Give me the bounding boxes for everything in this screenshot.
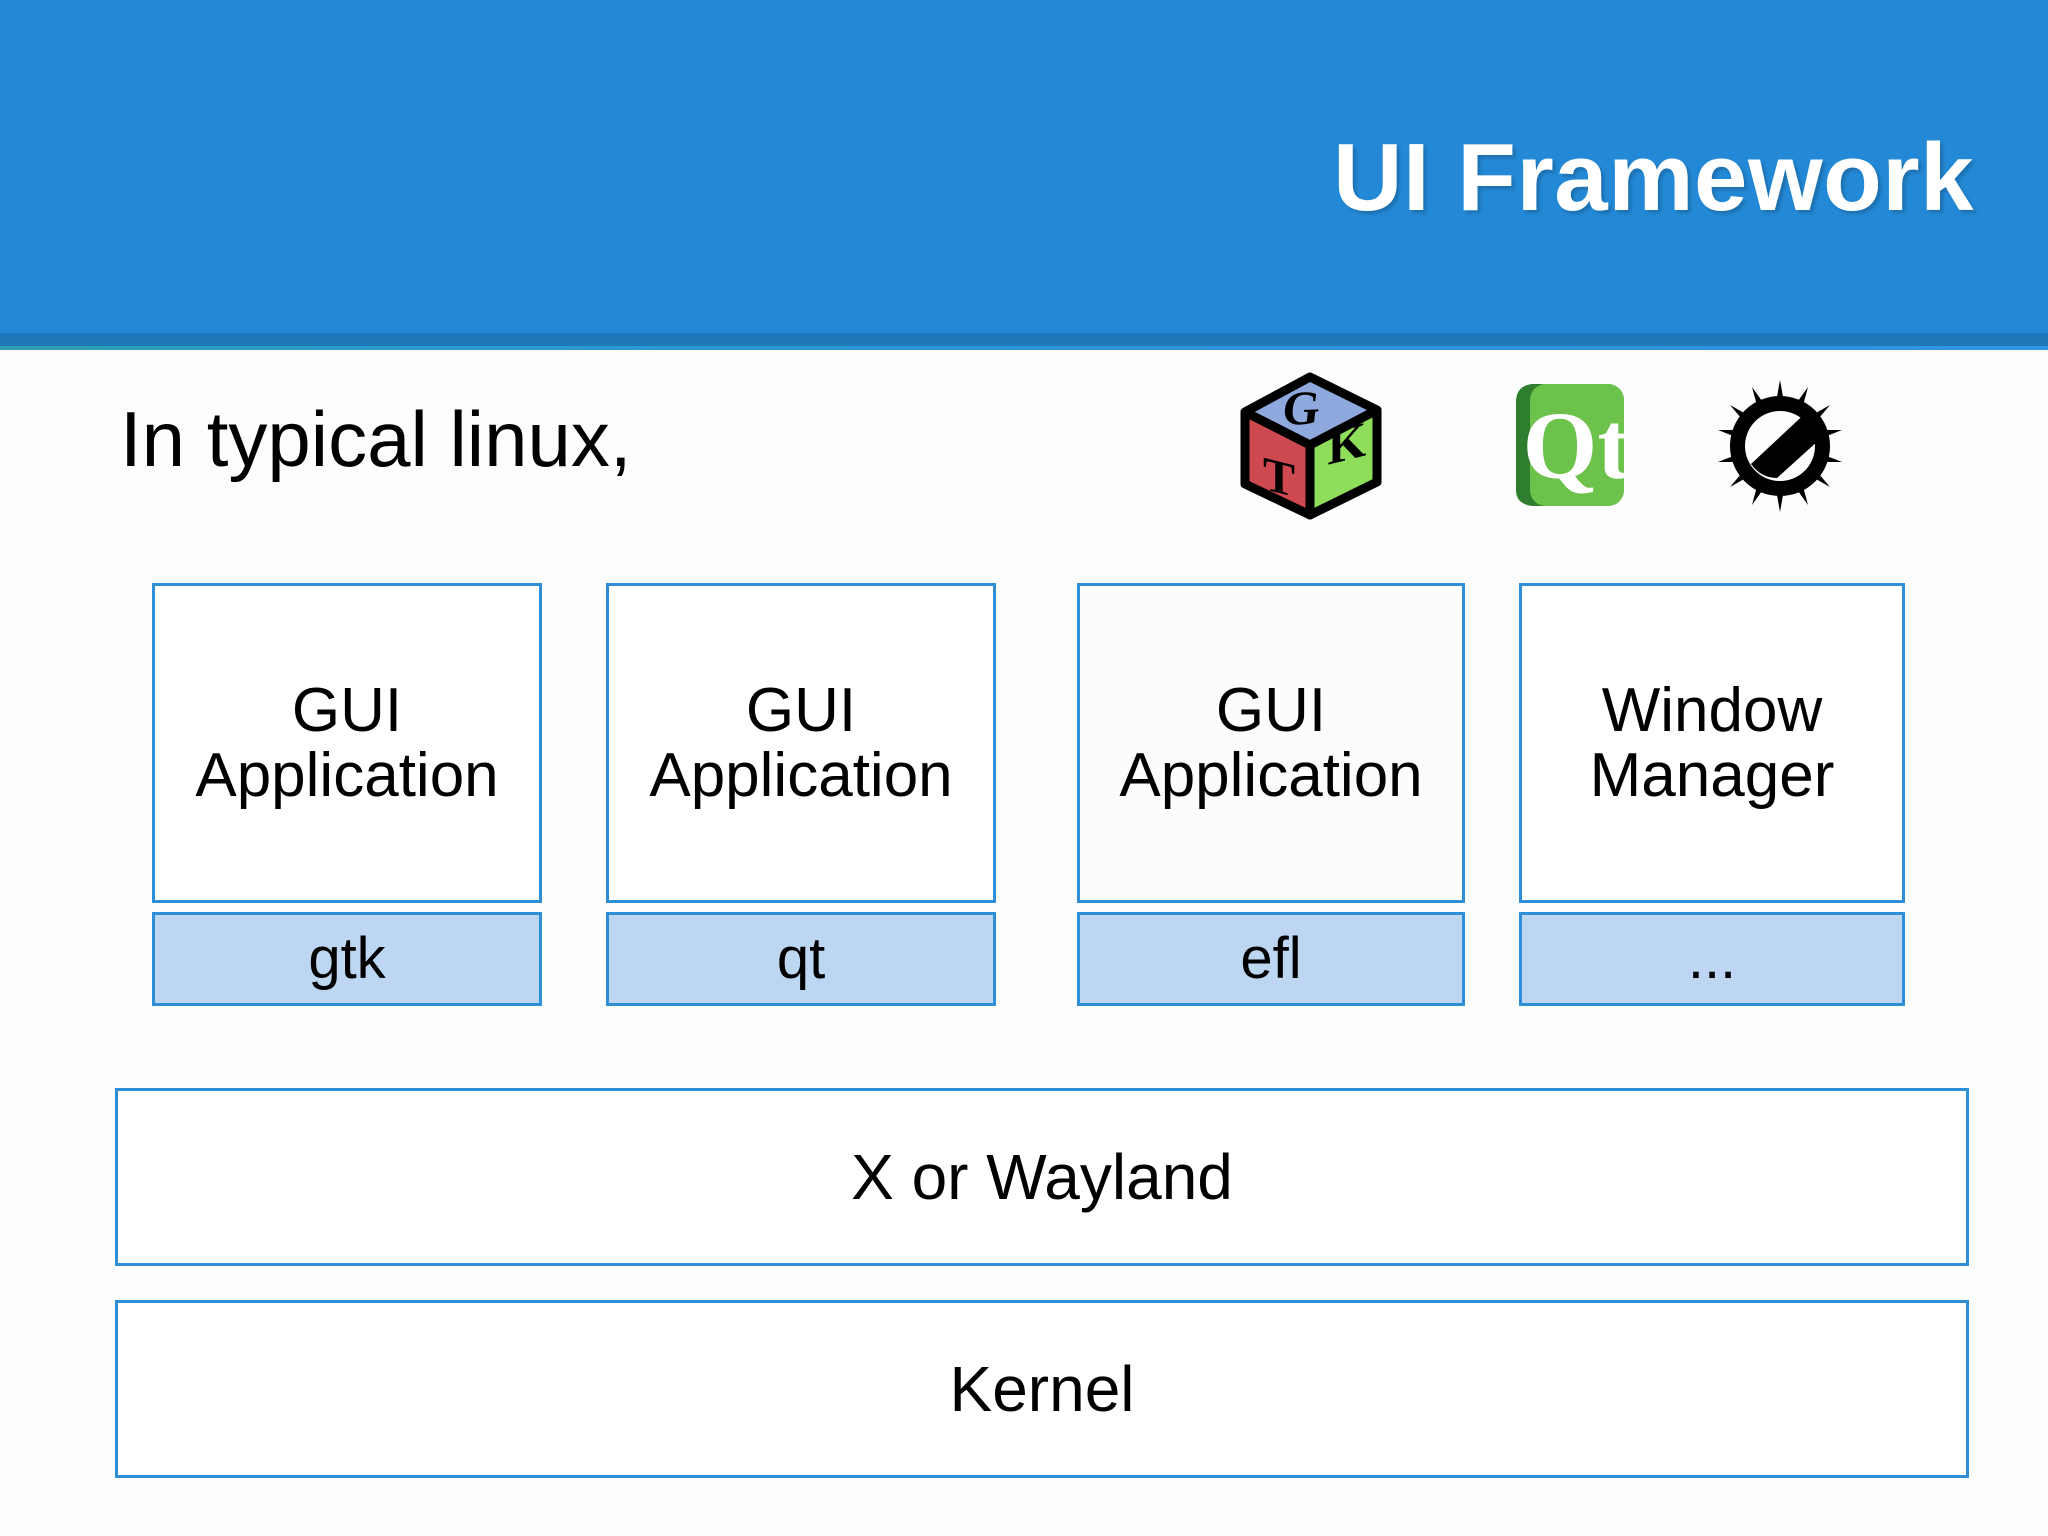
page-title: UI Framework — [1333, 124, 1974, 231]
library-box-2[interactable]: efl — [1077, 912, 1465, 1006]
layer-box-label: Kernel — [949, 1353, 1135, 1425]
header-accent-line — [0, 346, 2048, 350]
app-box-2[interactable]: GUI Application — [1077, 583, 1465, 903]
library-box-1[interactable]: qt — [606, 912, 996, 1006]
svg-text:Qt: Qt — [1523, 392, 1630, 499]
svg-text:T: T — [1263, 447, 1295, 508]
svg-text:G: G — [1280, 382, 1323, 436]
app-box-label: GUI Application — [195, 675, 499, 810]
library-box-3[interactable]: ... — [1519, 912, 1905, 1006]
app-box-3[interactable]: Window Manager — [1519, 583, 1905, 903]
app-box-label: GUI Application — [649, 675, 953, 810]
app-box-label: GUI Application — [1119, 675, 1423, 810]
library-box-0[interactable]: gtk — [152, 912, 542, 1006]
header-shadow-band — [0, 333, 2048, 346]
library-box-label: ... — [1687, 926, 1737, 991]
app-box-0[interactable]: GUI Application — [152, 583, 542, 903]
library-box-label: gtk — [308, 926, 386, 991]
library-box-label: qt — [776, 926, 826, 991]
logo-row: G T K Qt — [1215, 372, 1855, 522]
layer-box-label: X or Wayland — [851, 1141, 1233, 1213]
gtk-logo: G T K — [1235, 372, 1385, 520]
app-box-label: Window Manager — [1589, 675, 1835, 810]
qt-logo: Qt — [1510, 380, 1630, 510]
svg-text:K: K — [1328, 411, 1367, 476]
subtitle-text: In typical linux, — [120, 395, 632, 483]
app-box-1[interactable]: GUI Application — [606, 583, 996, 903]
layer-box-display-server[interactable]: X or Wayland — [115, 1088, 1969, 1266]
layer-box-kernel[interactable]: Kernel — [115, 1300, 1969, 1478]
slide-header: UI Framework — [0, 0, 2048, 333]
library-box-label: efl — [1240, 926, 1302, 991]
efl-logo — [1715, 378, 1845, 514]
